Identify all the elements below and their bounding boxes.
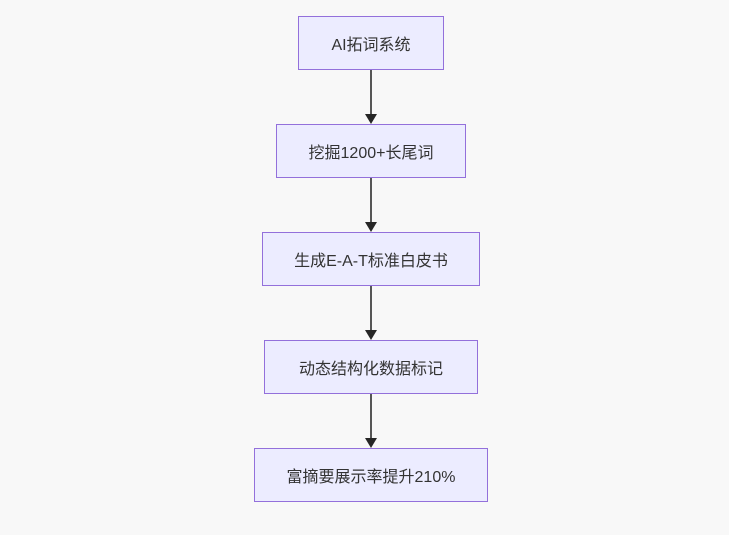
flow-node-label: 动态结构化数据标记 [298, 361, 443, 378]
arrow-line [370, 178, 372, 222]
flow-node-label: AI拓词系统 [331, 37, 411, 54]
arrow-line [370, 394, 372, 438]
flow-node-rich-snippet-uplift: 富摘要展示率提升210% [254, 448, 488, 502]
flow-edge-1 [365, 70, 377, 124]
flow-node-structured-data-markup: 动态结构化数据标记 [264, 340, 478, 394]
flow-node-label: 生成E-A-T标准白皮书 [294, 253, 448, 270]
arrowhead-icon [365, 330, 377, 340]
arrowhead-icon [365, 438, 377, 448]
arrow-line [370, 286, 372, 330]
flow-edge-3 [365, 286, 377, 340]
flowchart-column: AI拓词系统 挖掘1200+长尾词 生成E-A-T标准白皮书 动态结构化数据标记 [254, 16, 488, 502]
flow-edge-4 [365, 394, 377, 448]
flow-node-ai-word-expansion: AI拓词系统 [298, 16, 444, 70]
flow-edge-2 [365, 178, 377, 232]
arrowhead-icon [365, 114, 377, 124]
arrow-line [370, 70, 372, 114]
arrowhead-icon [365, 222, 377, 232]
flow-node-label: 挖掘1200+长尾词 [308, 145, 434, 162]
flow-node-longtail-mining: 挖掘1200+长尾词 [276, 124, 466, 178]
flow-node-eat-whitepaper: 生成E-A-T标准白皮书 [262, 232, 480, 286]
flow-node-label: 富摘要展示率提升210% [286, 469, 456, 486]
